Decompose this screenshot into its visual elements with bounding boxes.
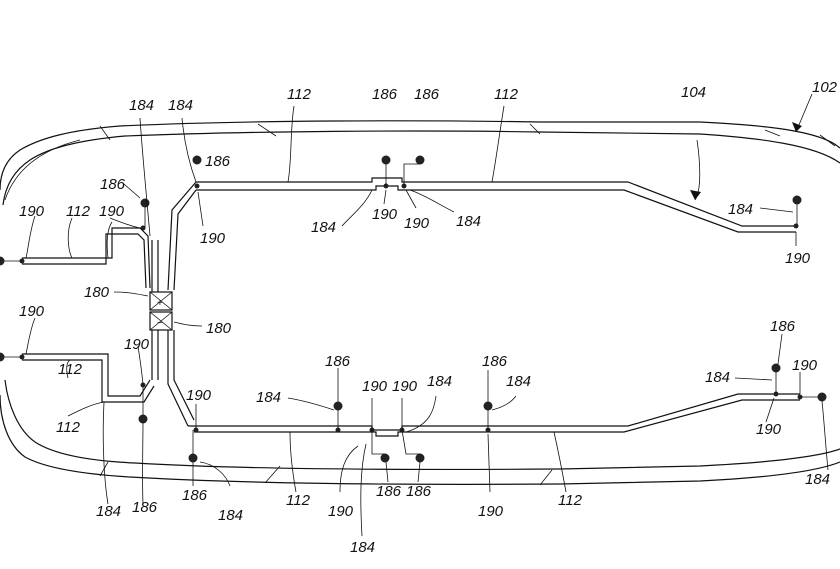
label-node: 186	[770, 318, 796, 335]
leader-lines	[25, 93, 829, 537]
label-terminal: 190	[124, 336, 150, 353]
arrowheads	[690, 122, 802, 200]
node-dot	[188, 453, 198, 463]
reference-labels: 102 104 112 112 186 186 184 184 186 186 …	[19, 79, 838, 556]
label-node: 186	[482, 353, 508, 370]
label-wiring-system: 104	[681, 84, 706, 101]
terminal-dot	[793, 223, 799, 229]
label-cable: 112	[494, 86, 519, 103]
label-node: 186	[372, 86, 398, 103]
node-drops	[4, 163, 818, 455]
label-node: 186	[406, 483, 432, 500]
node-dot	[415, 155, 425, 165]
label-connector: 184	[96, 503, 121, 520]
node-dots	[0, 155, 827, 463]
terminal-dot	[194, 183, 200, 189]
node-dot	[138, 414, 148, 424]
node-dot	[792, 195, 802, 205]
label-battery: 180	[84, 284, 110, 301]
label-node: 186	[182, 487, 208, 504]
battery-minus-label: −	[157, 318, 163, 329]
label-node: 186	[100, 176, 126, 193]
label-terminal: 190	[478, 503, 504, 520]
label-terminal: 190	[392, 378, 418, 395]
label-terminal: 190	[785, 250, 811, 267]
vehicle-body-outline	[0, 120, 840, 486]
label-connector: 184	[311, 219, 336, 236]
label-terminal: 190	[792, 357, 818, 374]
node-dot	[192, 155, 202, 165]
label-cable: 112	[287, 86, 312, 103]
label-cable: 112	[56, 419, 81, 436]
label-connector: 184	[506, 373, 531, 390]
node-dot	[140, 198, 150, 208]
label-connector: 184	[168, 97, 193, 114]
label-terminal: 190	[362, 378, 388, 395]
node-dot	[483, 401, 493, 411]
label-node: 186	[132, 499, 158, 516]
label-connector: 184	[728, 201, 753, 218]
label-cable: 112	[558, 492, 583, 509]
label-terminal: 190	[99, 203, 125, 220]
label-terminal: 190	[200, 230, 226, 247]
label-terminal: 190	[186, 387, 212, 404]
battery-lower: −	[149, 311, 173, 331]
node-dot	[415, 453, 425, 463]
label-terminal: 190	[372, 206, 398, 223]
label-battery: 180	[206, 320, 232, 337]
label-connector: 184	[427, 373, 452, 390]
node-dot	[771, 363, 781, 373]
label-cable: 112	[286, 492, 311, 509]
label-connector: 184	[129, 97, 154, 114]
battery-plus-label: +	[157, 298, 163, 309]
label-terminal: 190	[19, 303, 45, 320]
label-terminal: 190	[328, 503, 354, 520]
node-dot	[817, 392, 827, 402]
label-connector: 184	[218, 507, 243, 524]
label-vehicle: 102	[812, 79, 838, 96]
label-connector: 184	[456, 213, 481, 230]
label-node: 186	[376, 483, 402, 500]
node-dot	[0, 352, 5, 362]
label-node: 186	[414, 86, 440, 103]
label-cable: 112	[66, 203, 91, 220]
label-connector: 184	[805, 471, 830, 488]
label-terminal: 190	[19, 203, 45, 220]
label-connector: 184	[350, 539, 375, 556]
node-dot	[333, 401, 343, 411]
label-cable: 112	[58, 361, 83, 378]
terminal-dot	[140, 225, 146, 231]
node-dot	[0, 256, 5, 266]
node-dot	[381, 155, 391, 165]
label-node: 186	[325, 353, 351, 370]
battery-upper: +	[149, 291, 173, 311]
label-terminal: 190	[756, 421, 782, 438]
label-terminal: 190	[404, 215, 430, 232]
label-node: 186	[205, 153, 231, 170]
label-connector: 184	[256, 389, 281, 406]
label-connector: 184	[705, 369, 730, 386]
node-dot	[380, 453, 390, 463]
